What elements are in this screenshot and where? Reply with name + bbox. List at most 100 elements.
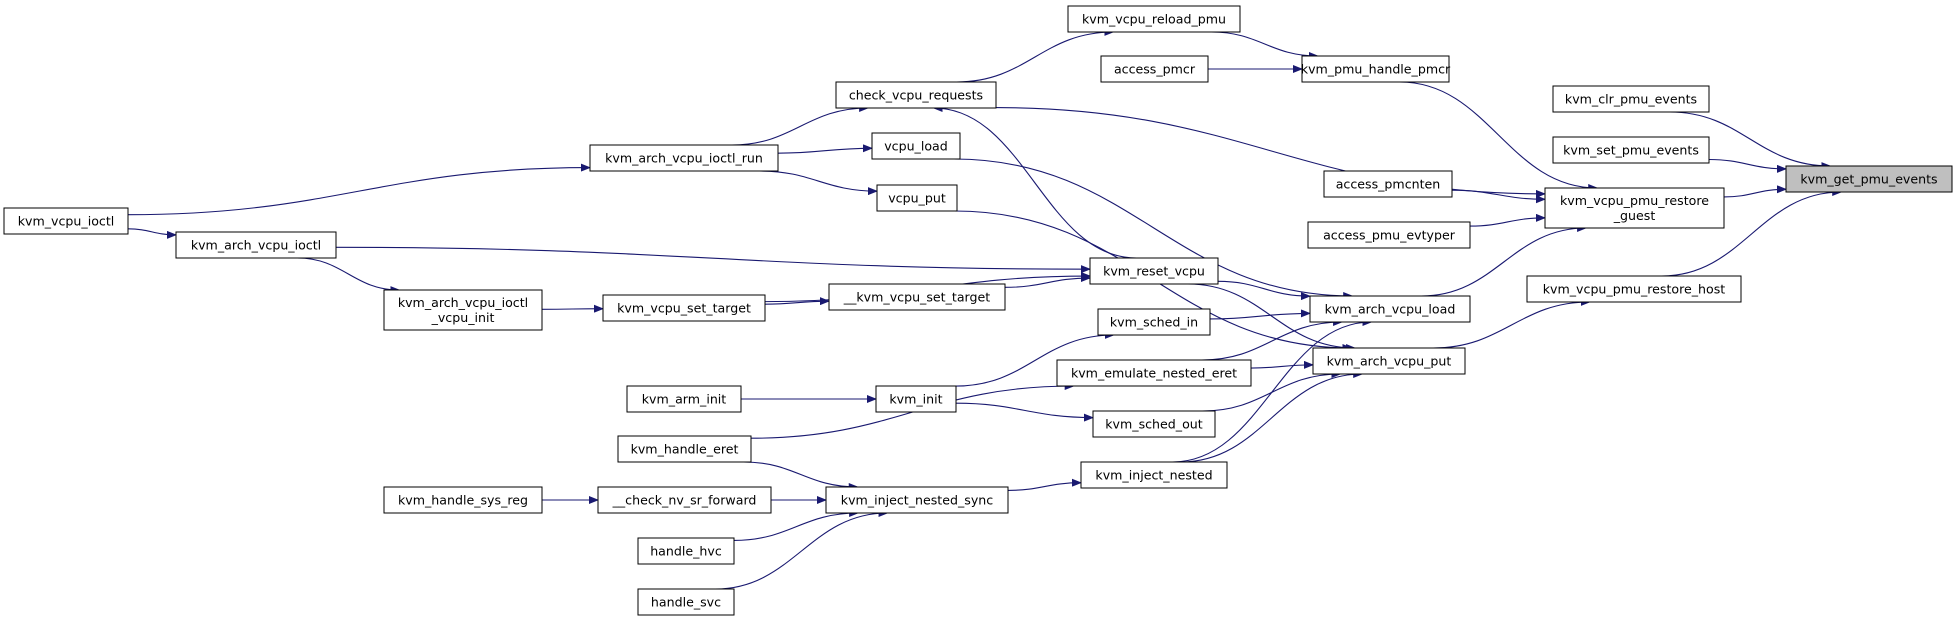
node-box-kvm_handle_eret xyxy=(617,435,752,463)
edge-kvm_inject_nested-to-kvm_arch_vcpu_load xyxy=(1172,318,1373,463)
node-__check_nv_sr_forward[interactable]: __check_nv_sr_forward xyxy=(597,486,772,514)
node-label-kvm_arch_vcpu_ioctl: kvm_arch_vcpu_ioctl xyxy=(191,238,321,253)
node-label-vcpu_put: vcpu_put xyxy=(888,191,946,206)
edge-kvm_handle_eret-to-kvm_inject_nested_sync xyxy=(743,461,859,491)
edge-access_pmcntenset-to-kvm_vcpu_pmu_restore_guest xyxy=(1451,189,1546,204)
node-box-kvm_arch_vcpu_ioctl xyxy=(175,231,337,259)
node-kvm_init[interactable]: kvm_init xyxy=(875,385,957,413)
node-box-kvm_reset_vcpu xyxy=(1089,257,1219,285)
node-label-kvm_handle_sys_reg: kvm_handle_sys_reg xyxy=(398,493,528,508)
node-access_pmu_evtyper[interactable]: access_pmu_evtyper xyxy=(1307,221,1471,249)
node-label-vcpu_load: vcpu_load xyxy=(884,139,948,154)
node-access_pmcntenset[interactable]: access_pmcnten xyxy=(1323,170,1453,198)
node-label-kvm_arm_init: kvm_arm_init xyxy=(642,392,727,407)
node-label-kvm_pmu_handle_pmcr: kvm_pmu_handle_pmcr xyxy=(1301,62,1451,77)
edge-kvm_arch_vcpu_put-to-kvm_vcpu_pmu_restore_host xyxy=(1433,298,1591,349)
edge-kvm_vcpu_pmu_restore_host-to-kvm_get_pmu_events xyxy=(1661,188,1843,277)
node-handle_svc[interactable]: handle_svc xyxy=(637,588,735,616)
node-label-kvm_vcpu_pmu_restore_guest: _guest xyxy=(1613,208,1656,223)
node-label-kvm_clr_pmu_events: kvm_clr_pmu_events xyxy=(1565,92,1697,107)
node-access_pmcr[interactable]: access_pmcr xyxy=(1100,55,1209,83)
edge-kvm_init-to-kvm_sched_in xyxy=(955,331,1115,387)
node-label-access_pmcntenset: access_pmcnten xyxy=(1336,177,1441,192)
edge-kvm_arch_vcpu_load-to-kvm_vcpu_pmu_restore_guest xyxy=(1421,224,1588,297)
edge-kvm_reset_vcpu-to-kvm_arch_vcpu_load xyxy=(1217,280,1311,301)
node-box-kvm_vcpu_ioctl xyxy=(3,207,129,235)
node-kvm_sched_out[interactable]: kvm_sched_out xyxy=(1092,410,1216,438)
node-box-kvm_vcpu_pmu_restore_host xyxy=(1526,275,1742,303)
node-box-kvm_arch_vcpu_ioctl_run xyxy=(589,144,779,172)
node-kvm_vcpu_pmu_restore_guest[interactable]: kvm_vcpu_pmu_restore_guest xyxy=(1544,187,1725,229)
node-box-kvm_inject_nested_sync xyxy=(825,486,1009,514)
node-label-kvm_sched_in: kvm_sched_in xyxy=(1110,315,1198,330)
node-label-check_vcpu_requests: check_vcpu_requests xyxy=(849,88,983,103)
node-box-kvm_get_pmu_events xyxy=(1785,165,1953,193)
node-box-access_pmu_evtyper xyxy=(1307,221,1471,249)
node-kvm_sched_in[interactable]: kvm_sched_in xyxy=(1097,308,1211,336)
edge-kvm_vcpu_pmu_restore_guest-to-kvm_get_pmu_events xyxy=(1723,185,1787,198)
node-label-kvm_emulate_nested_eret: kvm_emulate_nested_eret xyxy=(1071,366,1237,381)
node-label-kvm_inject_nested_sync: kvm_inject_nested_sync xyxy=(841,493,993,508)
edge-check_vcpu_requests-to-kvm_vcpu_pmu_restore_guest xyxy=(995,107,1546,198)
node-kvm_vcpu_ioctl[interactable]: kvm_vcpu_ioctl xyxy=(3,207,129,235)
node-box-kvm_vcpu_set_target xyxy=(602,294,766,322)
node-label-kvm_vcpu_reload_pmu: kvm_vcpu_reload_pmu xyxy=(1082,12,1226,27)
node-box-handle_svc xyxy=(637,588,735,616)
node-box-kvm_init xyxy=(875,385,957,413)
edge-kvm_init-to-kvm_sched_out xyxy=(955,402,1094,422)
node-kvm_arch_vcpu_ioctl[interactable]: kvm_arch_vcpu_ioctl xyxy=(175,231,337,259)
node-__kvm_vcpu_set_target[interactable]: __kvm_vcpu_set_target xyxy=(828,283,1006,311)
node-label-kvm_arch_vcpu_ioctl_vcpu_init: kvm_arch_vcpu_ioctl xyxy=(398,295,528,310)
node-kvm_vcpu_reload_pmu[interactable]: kvm_vcpu_reload_pmu xyxy=(1067,5,1241,33)
edges xyxy=(127,28,1843,590)
edge-kvm_vcpu_ioctl-to-kvm_arch_vcpu_ioctl_run xyxy=(127,163,591,216)
edge-kvm_vcpu_ioctl-to-kvm_arch_vcpu_ioctl xyxy=(127,228,177,239)
edge-kvm_set_pmu_events-to-kvm_get_pmu_events xyxy=(1708,158,1787,173)
node-kvm_arch_vcpu_ioctl_vcpu_init[interactable]: kvm_arch_vcpu_ioctl_vcpu_init xyxy=(383,289,543,331)
node-kvm_inject_nested[interactable]: kvm_inject_nested xyxy=(1080,461,1228,489)
node-kvm_clr_pmu_events[interactable]: kvm_clr_pmu_events xyxy=(1552,85,1710,113)
node-label-kvm_set_pmu_events: kvm_set_pmu_events xyxy=(1563,143,1699,158)
node-kvm_handle_sys_reg[interactable]: kvm_handle_sys_reg xyxy=(383,486,543,514)
node-handle_hvc[interactable]: handle_hvc xyxy=(637,537,735,565)
node-kvm_reset_vcpu[interactable]: kvm_reset_vcpu xyxy=(1089,257,1219,285)
node-box-kvm_vcpu_pmu_restore_guest xyxy=(1544,187,1725,229)
node-kvm_get_pmu_events[interactable]: kvm_get_pmu_events xyxy=(1785,165,1953,193)
node-label-kvm_vcpu_ioctl: kvm_vcpu_ioctl xyxy=(18,214,115,229)
edge-kvm_reset_vcpu-to-check_vcpu_requests xyxy=(932,104,1137,259)
node-kvm_arm_init[interactable]: kvm_arm_init xyxy=(626,385,742,413)
edge-kvm_arch_vcpu_ioctl_vcpu_init-to-kvm_vcpu_set_target xyxy=(541,304,604,313)
edge-kvm_vcpu_set_target-to-__kvm_vcpu_set_target xyxy=(764,297,830,306)
node-kvm_pmu_handle_pmcr[interactable]: kvm_pmu_handle_pmcr xyxy=(1301,55,1451,83)
node-kvm_arch_vcpu_put[interactable]: kvm_arch_vcpu_put xyxy=(1312,347,1466,375)
node-box-vcpu_put xyxy=(876,184,958,212)
node-kvm_set_pmu_events[interactable]: kvm_set_pmu_events xyxy=(1552,136,1710,164)
node-box-kvm_handle_sys_reg xyxy=(383,486,543,514)
node-vcpu_load[interactable]: vcpu_load xyxy=(871,132,961,160)
node-kvm_handle_eret[interactable]: kvm_handle_eret xyxy=(617,435,752,463)
node-label-kvm_vcpu_pmu_restore_guest: kvm_vcpu_pmu_restore xyxy=(1560,193,1709,208)
node-kvm_arch_vcpu_ioctl_run[interactable]: kvm_arch_vcpu_ioctl_run xyxy=(589,144,779,172)
node-box-kvm_arch_vcpu_load xyxy=(1309,295,1471,323)
node-check_vcpu_requests[interactable]: check_vcpu_requests xyxy=(835,81,997,109)
node-kvm_emulate_nested_eret[interactable]: kvm_emulate_nested_eret xyxy=(1056,359,1252,387)
node-vcpu_put[interactable]: vcpu_put xyxy=(876,184,958,212)
node-label-access_pmu_evtyper: access_pmu_evtyper xyxy=(1323,228,1456,243)
node-box-kvm_inject_nested xyxy=(1080,461,1228,489)
edge-check_vcpu_requests-to-kvm_vcpu_reload_pmu xyxy=(956,28,1115,83)
node-label-kvm_inject_nested: kvm_inject_nested xyxy=(1095,468,1212,483)
edge-kvm_arch_vcpu_ioctl_run-to-vcpu_put xyxy=(759,170,878,196)
edge-kvm_arch_vcpu_ioctl-to-kvm_reset_vcpu xyxy=(335,246,1091,274)
node-kvm_inject_nested_sync[interactable]: kvm_inject_nested_sync xyxy=(825,486,1009,514)
node-label-handle_svc: handle_svc xyxy=(651,595,721,610)
edge-kvm_inject_nested_sync-to-kvm_inject_nested xyxy=(1007,478,1082,491)
node-box-kvm_vcpu_reload_pmu xyxy=(1067,5,1241,33)
node-box-kvm_arch_vcpu_ioctl_vcpu_init xyxy=(383,289,543,331)
node-label-kvm_arch_vcpu_ioctl_run: kvm_arch_vcpu_ioctl_run xyxy=(605,151,763,166)
edge-kvm_arch_vcpu_ioctl-to-kvm_arch_vcpu_ioctl_vcpu_init xyxy=(297,257,401,294)
node-label-__kvm_vcpu_set_target: __kvm_vcpu_set_target xyxy=(843,290,990,305)
node-kvm_vcpu_set_target[interactable]: kvm_vcpu_set_target xyxy=(602,294,766,322)
node-kvm_vcpu_pmu_restore_host[interactable]: kvm_vcpu_pmu_restore_host xyxy=(1526,275,1742,303)
node-box-kvm_arch_vcpu_put xyxy=(1312,347,1466,375)
node-kvm_arch_vcpu_load[interactable]: kvm_arch_vcpu_load xyxy=(1309,295,1471,323)
